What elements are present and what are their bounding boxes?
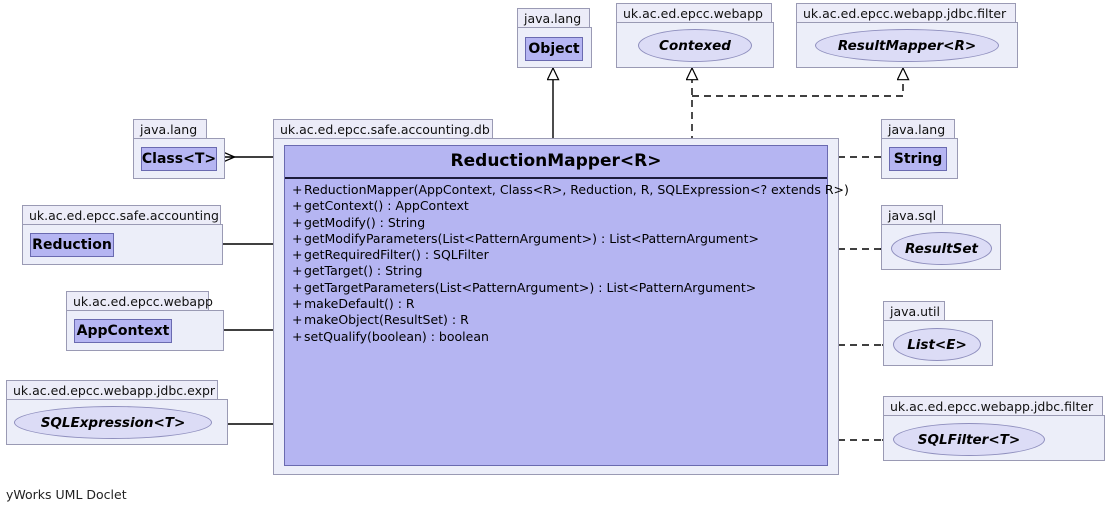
tool-credit-label: yWorks UML Doclet [6, 487, 127, 502]
package-uk-jdbc-filter-resultmapper: uk.ac.ed.epcc.webapp.jdbc.filter ResultM… [796, 3, 1018, 68]
edge-realization-resultmapper [692, 68, 903, 97]
class-title: ReductionMapper<R> [285, 146, 827, 179]
member-signature: setQualify(boolean) : boolean [304, 328, 489, 344]
interface-node-contexed[interactable]: Contexed [638, 29, 752, 62]
class-node-reduction[interactable]: Reduction [30, 233, 114, 257]
class-members-list: +ReductionMapper(AppContext, Class<R>, R… [285, 179, 849, 345]
package-uk-webapp-appcontext: uk.ac.ed.epcc.webapp AppContext [66, 291, 224, 351]
package-label: uk.ac.ed.epcc.webapp [616, 3, 772, 24]
class-member-row: +ReductionMapper(AppContext, Class<R>, R… [285, 182, 849, 198]
member-visibility: + [292, 198, 303, 214]
class-member-row: +getModify() : String [285, 215, 827, 231]
member-visibility: + [292, 328, 303, 344]
package-label: java.sql [881, 205, 943, 226]
member-signature: getTargetParameters(List<PatternArgument… [304, 279, 757, 295]
interface-node-resultset[interactable]: ResultSet [891, 232, 992, 265]
package-java-lang-string: java.lang String [881, 119, 958, 179]
class-member-row: +getModifyParameters(List<PatternArgumen… [285, 231, 827, 247]
interface-node-sqlexpression[interactable]: SQLExpression<T> [14, 406, 212, 439]
package-uk-safe-accounting-db: uk.ac.ed.epcc.safe.accounting.db Reducti… [273, 119, 849, 475]
member-signature: getModifyParameters(List<PatternArgument… [304, 230, 759, 246]
member-visibility: + [292, 312, 303, 328]
package-label: java.util [883, 301, 945, 322]
interface-node-sqlfilter[interactable]: SQLFilter<T> [893, 423, 1045, 456]
class-node-class-t[interactable]: Class<T> [141, 147, 217, 171]
class-node-string[interactable]: String [889, 147, 947, 171]
member-signature: ReductionMapper(AppContext, Class<R>, Re… [304, 182, 849, 197]
member-visibility: + [292, 214, 303, 230]
interface-node-list[interactable]: List<E> [893, 328, 981, 361]
member-signature: getContext() : AppContext [304, 198, 469, 214]
package-label: java.lang [517, 8, 590, 29]
member-signature: getTarget() : String [304, 263, 423, 279]
class-member-row: +getRequiredFilter() : SQLFilter [285, 247, 827, 263]
class-member-row: +setQualify(boolean) : boolean [285, 329, 827, 345]
package-label: uk.ac.ed.epcc.webapp [66, 291, 213, 312]
member-visibility: + [292, 247, 303, 263]
package-uk-webapp-contexed: uk.ac.ed.epcc.webapp Contexed [616, 3, 774, 68]
class-member-row: +makeDefault() : R [285, 296, 827, 312]
package-java-lang-object: java.lang Object [517, 8, 592, 68]
package-java-lang-class-t: java.lang Class<T> [133, 119, 225, 179]
member-signature: getModify() : String [304, 214, 426, 230]
package-uk-jdbc-expr-sqlexpression: uk.ac.ed.epcc.webapp.jdbc.expr SQLExpres… [6, 380, 228, 445]
package-java-sql-resultset: java.sql ResultSet [881, 205, 1001, 270]
member-signature: makeDefault() : R [304, 296, 415, 312]
package-label: uk.ac.ed.epcc.webapp.jdbc.filter [883, 396, 1103, 417]
interface-node-resultmapper[interactable]: ResultMapper<R> [815, 29, 999, 62]
package-uk-jdbc-filter-sqlfilter: uk.ac.ed.epcc.webapp.jdbc.filter SQLFilt… [883, 396, 1105, 461]
class-member-row: +makeObject(ResultSet) : R [285, 312, 827, 328]
member-visibility: + [292, 279, 303, 295]
package-java-util-list: java.util List<E> [883, 301, 993, 366]
class-member-row: +getContext() : AppContext [285, 198, 827, 214]
package-label: uk.ac.ed.epcc.webapp.jdbc.expr [6, 380, 218, 401]
class-node-appcontext[interactable]: AppContext [74, 319, 172, 343]
member-visibility: + [292, 296, 303, 312]
package-label: java.lang [133, 119, 207, 140]
member-visibility: + [292, 230, 303, 246]
class-node-object[interactable]: Object [525, 37, 583, 61]
class-member-row: +getTargetParameters(List<PatternArgumen… [285, 280, 827, 296]
member-visibility: + [292, 263, 303, 279]
package-label: uk.ac.ed.epcc.webapp.jdbc.filter [796, 3, 1016, 24]
package-label: uk.ac.ed.epcc.safe.accounting.db [273, 119, 493, 140]
member-signature: makeObject(ResultSet) : R [304, 312, 469, 328]
class-member-row: +getTarget() : String [285, 263, 827, 279]
package-label: uk.ac.ed.epcc.safe.accounting [22, 205, 221, 226]
class-node-reductionmapper[interactable]: ReductionMapper<R> +ReductionMapper(AppC… [284, 145, 849, 466]
member-visibility: + [292, 182, 303, 197]
package-label: java.lang [881, 119, 955, 140]
package-uk-safe-accounting-reduction: uk.ac.ed.epcc.safe.accounting Reduction [22, 205, 223, 265]
member-signature: getRequiredFilter() : SQLFilter [304, 247, 489, 263]
